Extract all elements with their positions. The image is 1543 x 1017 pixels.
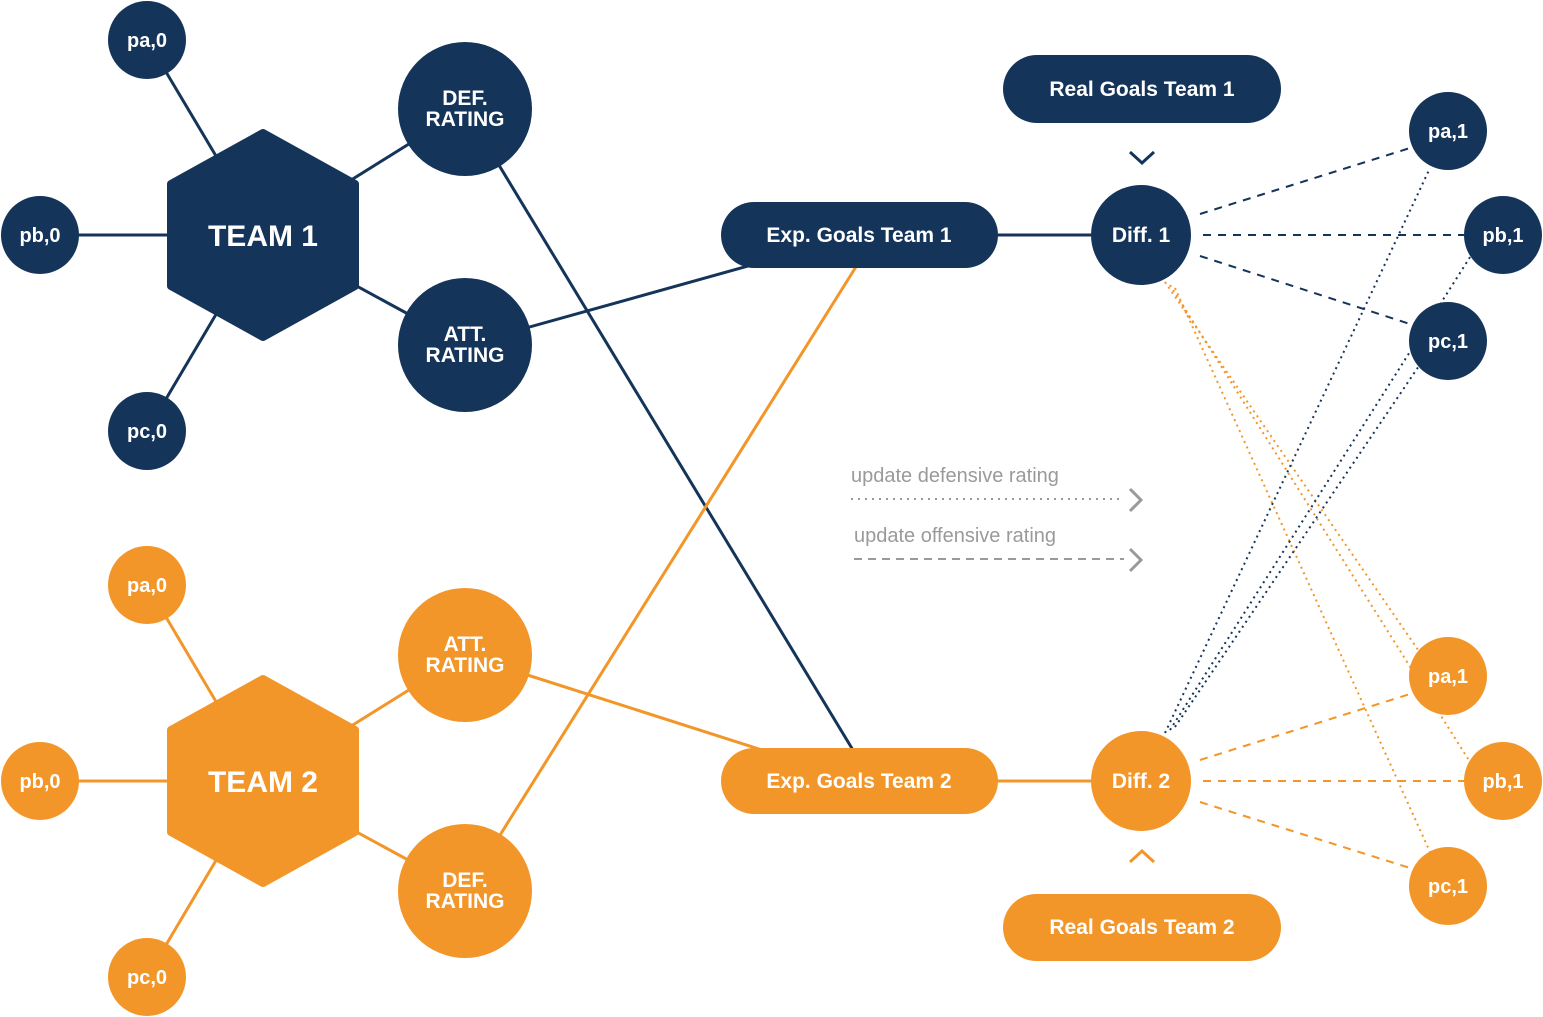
team1-exp-goals-node: Exp. Goals Team 1: [721, 202, 998, 268]
team2-hexagon-label: TEAM 2: [208, 766, 318, 799]
team2-connections: [40, 261, 1141, 978]
team2-real-goals-label: Real Goals Team 2: [1049, 916, 1234, 939]
chevron-up-icon: [1128, 848, 1156, 864]
team2-out-player-pa1: pa,1: [1409, 637, 1487, 715]
team2-def-rating-line2: RATING: [426, 890, 505, 913]
legend-offensive: update offensive rating: [854, 525, 1144, 573]
team1-hexagon: TEAM 1: [167, 129, 359, 341]
chevron-right-icon: [1128, 547, 1144, 573]
team2-def-rating-node: DEF. RATING: [398, 824, 532, 958]
dotted-diff1-pc1-t2: [1174, 287, 1431, 853]
diff1-dashed-links: [1199, 147, 1465, 325]
team2-player-pc0-label: pc,0: [127, 967, 167, 989]
team2-player-pb0: pb,0: [1, 742, 79, 820]
dashed-diff2-pa1: [1199, 693, 1411, 761]
edge-def1-exp2: [463, 108, 861, 761]
team1-diff-label: Diff. 1: [1112, 224, 1171, 247]
team1-connections: [40, 39, 1141, 761]
team2-player-pa0-label: pa,0: [127, 575, 167, 597]
team2-out-player-nodes: pa,1 pb,1 pc,1: [1409, 637, 1542, 925]
team1-out-player-pa1-label: pa,1: [1428, 121, 1468, 143]
team1-diff-node: Diff. 1: [1091, 185, 1191, 285]
team1-hexagon-label: TEAM 1: [208, 220, 318, 253]
team1-def-rating-line1: DEF.: [442, 87, 488, 110]
team2-out-player-pb1: pb,1: [1464, 742, 1542, 820]
team1-att-rating-line1: ATT.: [444, 323, 487, 346]
team2-diff-node: Diff. 2: [1091, 731, 1191, 831]
team1-out-player-pc1-label: pc,1: [1428, 331, 1468, 353]
team2-exp-goals-label: Exp. Goals Team 2: [766, 770, 951, 793]
team2-out-player-pc1-label: pc,1: [1428, 876, 1468, 898]
team1-player-nodes: pa,0 pb,0 pc,0: [1, 1, 186, 470]
team2-att-rating-line1: ATT.: [444, 633, 487, 656]
team2-real-goals-node: Real Goals Team 2: [1003, 894, 1281, 961]
team1-out-player-pa1: pa,1: [1409, 92, 1487, 170]
team1-player-pa0-label: pa,0: [127, 30, 167, 52]
team1-def-rating-line2: RATING: [426, 108, 505, 131]
team2-diff-label: Diff. 2: [1112, 770, 1170, 793]
team2-hexagon: TEAM 2: [167, 675, 359, 887]
chevron-right-icon: [1128, 487, 1144, 513]
team2-out-player-pa1-label: pa,1: [1428, 666, 1468, 688]
team1-player-pb0-label: pb,0: [19, 225, 60, 247]
team1-real-goals-node: Real Goals Team 1: [1003, 55, 1281, 123]
dashed-diff1-pc1: [1199, 255, 1411, 325]
chevron-down-icon: [1128, 150, 1156, 166]
team2-out-player-pb1-label: pb,1: [1482, 771, 1523, 793]
dashed-diff2-pc1: [1199, 801, 1411, 869]
team1-real-goals-label: Real Goals Team 1: [1049, 78, 1235, 101]
dotted-diff2-pa1-t1: [1164, 167, 1431, 734]
legend-offensive-label: update offensive rating: [854, 525, 1056, 547]
team2-out-player-pc1: pc,1: [1409, 847, 1487, 925]
dashed-diff1-pa1: [1199, 147, 1411, 215]
team2-player-pb0-label: pb,0: [19, 771, 60, 793]
team1-player-pc0-label: pc,0: [127, 421, 167, 443]
team1-out-player-pb1: pb,1: [1464, 196, 1542, 274]
team2-exp-goals-node: Exp. Goals Team 2: [721, 748, 998, 814]
dotted-diff1-pa1-t2: [1164, 281, 1426, 661]
dotted-diff2-pc1-t1: [1174, 356, 1426, 728]
team1-out-player-nodes: pa,1 pb,1 pc,1: [1409, 92, 1542, 380]
team2-def-rating-line1: DEF.: [442, 869, 488, 892]
team1-exp-goals-label: Exp. Goals Team 1: [766, 224, 952, 247]
edge-def2-exp1: [463, 261, 861, 892]
team1-def-rating-node: DEF. RATING: [398, 42, 532, 176]
team2-att-rating-line2: RATING: [426, 654, 505, 677]
legend-defensive: update defensive rating: [851, 465, 1144, 513]
legend-defensive-label: update defensive rating: [851, 465, 1059, 487]
team2-player-pa0: pa,0: [108, 546, 186, 624]
team1-player-pb0: pb,0: [1, 196, 79, 274]
team1-player-pc0: pc,0: [108, 392, 186, 470]
team1-out-player-pc1: pc,1: [1409, 302, 1487, 380]
team2-player-nodes: pa,0 pb,0 pc,0: [1, 546, 186, 1016]
team1-player-pa0: pa,0: [108, 1, 186, 79]
legend: update defensive rating update offensive…: [851, 465, 1144, 573]
diff2-dashed-links: [1199, 693, 1465, 869]
team2-att-rating-node: ATT. RATING: [398, 588, 532, 722]
team1-att-rating-line2: RATING: [426, 344, 505, 367]
team2-player-pc0: pc,0: [108, 938, 186, 1016]
team1-att-rating-node: ATT. RATING: [398, 278, 532, 412]
team1-out-player-pb1-label: pb,1: [1482, 225, 1523, 247]
